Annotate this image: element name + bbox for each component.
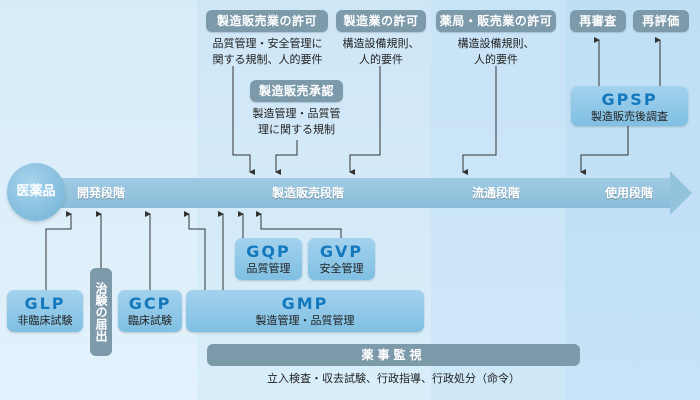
arrow-glp bbox=[45, 211, 72, 290]
lifecycle-arrow-tip bbox=[670, 171, 692, 215]
gcp-acronym: GCP bbox=[128, 294, 172, 313]
clinical-trial-notice: 治験の届出 bbox=[90, 268, 112, 356]
note-line: 関する規制、人的要件 bbox=[212, 53, 323, 66]
arrow-mfg-permit bbox=[349, 66, 381, 175]
reevaluation-label: 再評価 bbox=[633, 10, 689, 32]
reexamination-label: 再審査 bbox=[570, 10, 626, 32]
arrow-mfg-sales-permit bbox=[232, 66, 255, 175]
note-line: 構造設備規則、 bbox=[457, 37, 535, 50]
arrow-approval bbox=[275, 140, 298, 175]
arrow-gvp bbox=[256, 211, 342, 238]
gqp-box: GQP 品質管理 bbox=[235, 238, 302, 280]
gpsp-box: GPSP 製造販売後調査 bbox=[571, 86, 688, 126]
gpsp-label: 製造販売後調査 bbox=[591, 110, 668, 123]
stage-manufacturing-sales: 製造販売段階 bbox=[272, 186, 345, 200]
permit-mfg-business: 製造業の許可 bbox=[336, 10, 426, 32]
note-line: 構造設備規則、 bbox=[342, 37, 420, 50]
lifecycle-arrow-band bbox=[40, 178, 670, 208]
note-line: 品質管理・安全管理に bbox=[212, 37, 323, 50]
gmp-acronym: GMP bbox=[281, 294, 329, 313]
surveillance-note: 立入検査・収去試験、行政指導、行政処分（命令） bbox=[267, 372, 520, 385]
gcp-label: 臨床試験 bbox=[128, 314, 172, 327]
permit-mfg-sales-business: 製造販売業の許可 bbox=[206, 10, 328, 32]
glp-box: GLP 非臨床試験 bbox=[7, 290, 83, 332]
glp-label: 非臨床試験 bbox=[17, 314, 73, 327]
gvp-box: GVP 安全管理 bbox=[308, 238, 375, 280]
pharmaceutical-circle: 医薬品 bbox=[7, 163, 65, 221]
arrow-gmp-a bbox=[184, 211, 206, 290]
note-line: 製造管理・品質管 bbox=[252, 107, 341, 120]
approval-note: 製造管理・品質管 理に関する規制 bbox=[248, 106, 345, 138]
mfg-sales-approval: 製造販売承認 bbox=[250, 80, 343, 102]
permit-pharmacy-note: 構造設備規則、 人的要件 bbox=[436, 36, 556, 68]
permit-pharmacy-sales-business: 薬局・販売業の許可 bbox=[436, 10, 556, 32]
note-line: 人的要件 bbox=[474, 53, 518, 66]
gmp-box: GMP 製造管理・品質管理 bbox=[186, 290, 424, 332]
permit-mfg-sales-note: 品質管理・安全管理に 関する規制、人的要件 bbox=[205, 36, 330, 68]
stage-use: 使用段階 bbox=[605, 186, 654, 200]
gvp-label: 安全管理 bbox=[319, 262, 364, 275]
pharmaceutical-surveillance: 薬事監視 bbox=[207, 344, 580, 366]
arrow-gpsp-down bbox=[580, 125, 629, 175]
gvp-acronym: GVP bbox=[319, 242, 364, 261]
gqp-acronym: GQP bbox=[246, 242, 291, 261]
permit-mfg-note: 構造設備規則、 人的要件 bbox=[336, 36, 426, 68]
gcp-box: GCP 臨床試験 bbox=[118, 290, 182, 332]
gqp-label: 品質管理 bbox=[246, 262, 291, 275]
glp-acronym: GLP bbox=[24, 294, 66, 313]
stage-development: 開発段階 bbox=[77, 186, 126, 200]
arrow-pharmacy-permit bbox=[462, 66, 497, 175]
gpsp-acronym: GPSP bbox=[601, 90, 658, 109]
note-line: 人的要件 bbox=[359, 53, 403, 66]
gmp-label: 製造管理・品質管理 bbox=[255, 314, 355, 327]
note-line: 理に関する規制 bbox=[258, 123, 335, 136]
stage-distribution: 流通段階 bbox=[472, 186, 521, 200]
